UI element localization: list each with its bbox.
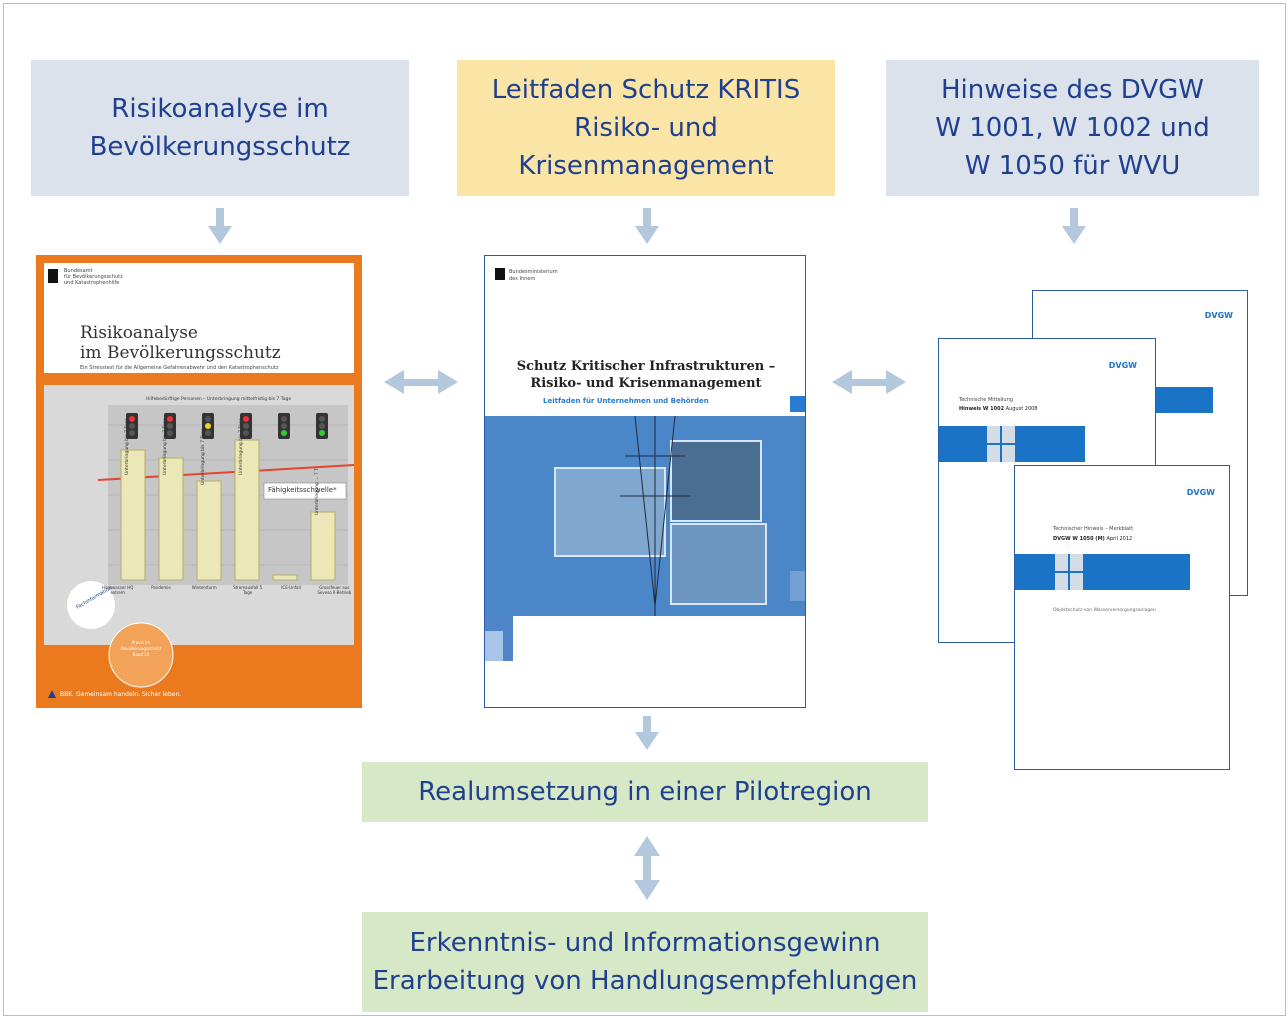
bbk-footer: BBK. Gemeinsam handeln. Sicher leben.	[60, 691, 182, 698]
box-risk-analysis: Risikoanalyse im Bevölkerungsschutz	[31, 60, 409, 196]
box-risk-analysis-line-1: Risikoanalyse im	[111, 94, 329, 124]
bbk-bar-text-2: Unterbringung bis 7 Tage	[163, 418, 168, 475]
dvgw-logo-3: DVGW	[1186, 488, 1215, 497]
box-risk-analysis-line-2: Bevölkerungsschutz	[89, 132, 351, 162]
bbk-bar-1	[120, 449, 146, 581]
bbk-bar-4	[234, 439, 260, 581]
dvgw-band-3	[1015, 554, 1190, 590]
bbk-series-line-2: Bevölkerungsschutz	[120, 646, 162, 651]
box-kritis-guide: Leitfaden Schutz KRITIS Risiko- und Kris…	[457, 60, 835, 196]
dvgw-w1002-kind: Technische Mitteilung	[959, 397, 1013, 403]
bbk-bar-2	[158, 457, 184, 581]
doc-bmi-kritis: Bundesministerium des Innern Schutz Krit…	[484, 255, 806, 708]
box-dvgw-notes: Hinweise des DVGW W 1001, W 1002 und W 1…	[886, 60, 1259, 196]
box-results-line-2: Erarbeitung von Handlungsempfehlungen	[372, 966, 918, 996]
box-dvgw-notes-line-2: W 1001, W 1002 und	[935, 113, 1210, 143]
dvgw-w1050-note: Objektschutz von Wasserversorgungsanlage…	[1053, 608, 1156, 613]
diagram-frame	[3, 3, 1286, 1016]
dvgw-w1050-date: April 2012	[1106, 536, 1133, 542]
bbk-bar-3	[196, 480, 222, 581]
bbk-publisher-line-1: Bundesamt	[64, 268, 93, 274]
bmi-title-line-1: Schutz Kritischer Infrastrukturen –	[516, 359, 776, 374]
box-kritis-guide-line-1: Leitfaden Schutz KRITIS	[491, 75, 801, 105]
arrow-bidirectional-vertical	[634, 836, 660, 900]
arrow-down-right	[1062, 208, 1086, 244]
bbk-chart-title: Hilfebedürftige Personen – Unterbringung…	[146, 397, 292, 402]
bbk-bar-text-3: Unterbringung bis 7 Tage	[201, 428, 206, 485]
bbk-threshold-label: Fähigkeitsschwelle*	[268, 486, 337, 494]
bbk-title-line-1: Risikoanalyse	[80, 323, 198, 343]
box-dvgw-notes-line-1: Hinweise des DVGW	[940, 75, 1205, 105]
bbk-title-line-2: im Bevölkerungsschutz	[80, 343, 281, 363]
bbk-bar-text-4: Unterbringung bis 7 Tage	[239, 418, 244, 475]
doc-bbk-risikoanalyse: Bundesamt für Bevölkerungsschutz und Kat…	[36, 255, 362, 708]
dvgw-logo-2: DVGW	[1108, 361, 1137, 370]
bbk-publisher-line-2: für Bevölkerungsschutz	[64, 274, 123, 280]
bbk-category-4: Stromausfall 5 Tage	[233, 585, 263, 595]
bbk-bar-5	[272, 574, 298, 581]
bmi-title-line-2: Risiko- und Krisenmanagement	[530, 376, 762, 391]
box-pilot-region-label: Realumsetzung in einer Pilotregion	[418, 777, 872, 807]
dvgw-w1050-kind: Technischer Hinweis – Merkblatt	[1053, 526, 1134, 532]
box-pilot-region: Realumsetzung in einer Pilotregion	[362, 762, 928, 822]
bbk-category-6: Grossfeuer aus Seveso II-Betrieb	[317, 585, 352, 595]
dvgw-band-1	[1153, 387, 1213, 413]
dvgw-w1002-number: Hinweis W 1002	[959, 406, 1005, 412]
bmi-publisher-line-2: des Innern	[509, 276, 536, 282]
bbk-category-1: Hochwasser HQ extrem	[101, 585, 134, 595]
dvgw-band-2	[939, 426, 1085, 462]
arrow-bidirectional-left	[384, 370, 458, 394]
bbk-bar-6	[310, 511, 336, 581]
box-results: Erkenntnis- und Informationsgewinn Erarb…	[362, 912, 928, 1012]
dvgw-w1050-number: DVGW W 1050 (M)	[1053, 536, 1105, 542]
box-dvgw-notes-line-3: W 1050 für WVU	[964, 151, 1181, 181]
bbk-bar-text-1: Unterbringung bis 7 Tage	[125, 418, 130, 475]
arrow-down-center	[635, 208, 659, 244]
bbk-bar-text-6: Unterbringung ... 7 T	[315, 468, 320, 515]
bbk-traffic-lights	[126, 413, 328, 439]
bbk-category-5: ICE-Unfall	[281, 585, 301, 590]
box-results-line-1: Erkenntnis- und Informationsgewinn	[409, 928, 881, 958]
bmi-publisher-line-1: Bundesministerium	[509, 269, 558, 275]
box-kritis-guide-line-2: Risiko- und	[574, 113, 718, 143]
doc-dvgw-w1050: DVGW Technischer Hinweis – Merkblatt DVG…	[1014, 465, 1230, 770]
bmi-subtitle: Leitfaden für Unternehmen und Behörden	[543, 397, 709, 405]
bbk-series-line-1: Praxis im	[131, 640, 151, 645]
bbk-publisher-line-3: und Katastrophenhilfe	[64, 280, 120, 286]
bbk-category-3: Wintersturm	[191, 585, 217, 590]
bbk-category-2: Pandemie	[151, 585, 171, 590]
bbk-chart-bars	[120, 439, 336, 581]
arrow-bidirectional-right	[832, 370, 906, 394]
arrow-down-left	[208, 208, 232, 244]
arrow-down-to-pilot	[635, 716, 659, 750]
box-kritis-guide-line-3: Krisenmanagement	[518, 151, 774, 181]
dvgw-w1002-date: August 2008	[1005, 406, 1038, 412]
dvgw-logo-1: DVGW	[1204, 311, 1233, 320]
bbk-subtitle: Ein Stresstest für die Allgemeine Gefahr…	[80, 365, 279, 371]
bbk-series-line-3: Band 16	[132, 652, 150, 657]
